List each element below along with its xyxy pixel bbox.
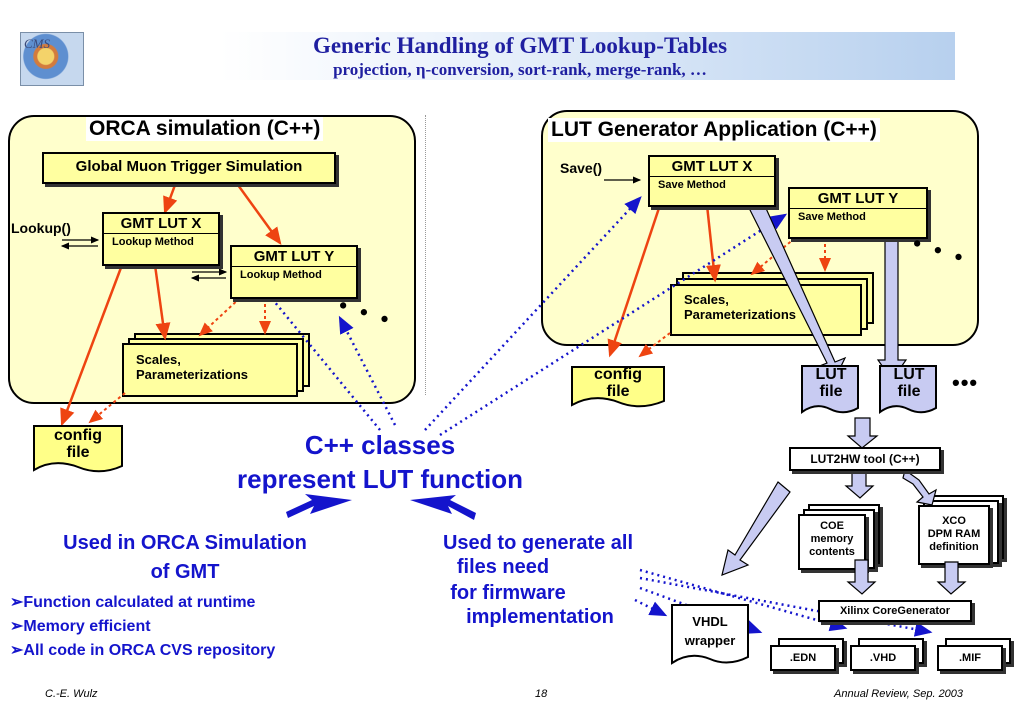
lut-file-2: LUT file [878,366,940,400]
xco-label: XCO [942,515,966,527]
gmt-simulation-box: Global Muon Trigger Simulation [42,152,336,184]
vhd-file: .VHD [850,645,916,671]
lookup-arrows [60,176,642,282]
lut-file1-icon [801,365,859,414]
bullet-item: ➢All code in ORCA CVS repository [10,642,276,659]
orca-usage-heading: Used in ORCA Simulation [63,532,307,554]
orca-config-file: config file [32,427,124,461]
orca-lut-y-name: GMT LUT Y [232,247,356,267]
parameterizations-label: Parameterizations [136,367,248,382]
wrapper-label: wrapper [684,633,736,648]
orca-lut-y: GMT LUT Y Lookup Method [230,245,358,299]
coe-label: COE [820,520,844,532]
lutgen-lut-y-name: GMT LUT Y [790,189,926,209]
lutgen-lut-x-method: Save Method [658,179,726,191]
lut-file-ellipsis: ••• [952,370,979,395]
slide-subtitle: projection, η-conversion, sort-rank, mer… [333,60,707,79]
file-label: file [66,444,90,461]
scales-label: Scales, [136,352,181,367]
vhdl-wrapper: VHDL wrapper [672,612,748,650]
vhdl-label: VHDL [692,614,728,629]
xco-box: XCO DPM RAM definition [918,505,990,565]
lutgen-red-arrows [607,204,721,358]
footer-event: Annual Review, Sep. 2003 [834,688,964,700]
logo-text: CMS [24,36,50,51]
vhdl-wrapper-icon [671,604,749,665]
footer-page: 18 [535,688,548,700]
blue-dotted-arrows [230,196,933,637]
orca-usage-heading-2: of GMT [150,561,220,583]
lutgen-lut-y-method: Save Method [798,211,866,223]
lutgen-config-file: config file [572,366,664,400]
orca-lut-x-method: Lookup Method [112,236,194,248]
coe-contents-label: contents [809,546,855,558]
fat-arrows [721,194,967,595]
lutgen-config-file-icon [571,366,665,408]
lutgen-lut-y: GMT LUT Y Save Method [788,187,928,239]
config-label: config [54,427,102,444]
coe-memory-label: memory [810,533,854,545]
parameterizations-label: Parameterizations [684,307,796,322]
orca-lut-x: GMT LUT X Lookup Method [102,212,220,266]
firmware-usage-4: implementation [466,606,614,628]
lookup-label: Lookup() [11,220,71,236]
firmware-usage-1: Used to generate all [442,532,634,554]
lutgen-panel-title: LUT Generator Application (C++) [548,118,880,142]
file-label: file [897,383,921,400]
cms-logo [20,32,84,86]
xco-dpm-ram-label: DPM RAM [927,528,981,540]
lutgen-scales-box: Scales,Parameterizations [670,284,862,336]
orca-red-arrows [60,184,282,427]
orca-lut-x-name: GMT LUT X [104,214,218,234]
mif-file: .MIF [937,645,1003,671]
lutgen-red-dotted-arrows [638,237,831,358]
footer-author: C.-E. Wulz [45,688,98,700]
scales-label: Scales, [684,292,729,307]
panel-separator [425,115,426,395]
orca-scales-box: Scales,Parameterizations [122,343,298,397]
orca-lut-y-method: Lookup Method [240,269,322,281]
lut-label: LUT [815,366,847,383]
save-label: Save() [560,160,603,176]
lutgen-lut-x-name: GMT LUT X [650,157,774,177]
orca-red-dotted-arrows [88,297,271,424]
cpp-classes-heading: C++ classes [304,430,456,460]
firmware-usage-2: files need [456,556,550,578]
center-split-arrows [286,494,476,520]
represent-lut-heading: represent LUT function [236,464,523,494]
firmware-usage-3: for firmware [450,582,566,604]
lut-file2-icon [879,365,937,414]
lut-file-1: LUT file [800,366,862,400]
lutgen-lut-x: GMT LUT X Save Method [648,155,776,207]
xco-definition-label: definition [929,541,979,553]
file-label: file [606,383,630,400]
lut-label: LUT [893,366,925,383]
edn-file: .EDN [770,645,836,671]
bullet-item: ➢Function calculated at runtime [10,594,256,611]
file-label: file [819,383,843,400]
orca-config-file-icon [33,425,123,473]
config-label: config [594,366,642,383]
orca-usage-bullets: ➢Function calculated at runtime ➢Memory … [10,591,275,663]
xilinx-coregenerator-box: Xilinx CoreGenerator [818,600,972,622]
lut2hw-tool-box: LUT2HW tool (C++) [789,447,941,471]
slide-title: Generic Handling of GMT Lookup-Tables [312,33,728,58]
bullet-item: ➢Memory efficient [10,618,151,635]
orca-panel-title: ORCA simulation (C++) [86,117,324,141]
title-banner [220,32,955,80]
